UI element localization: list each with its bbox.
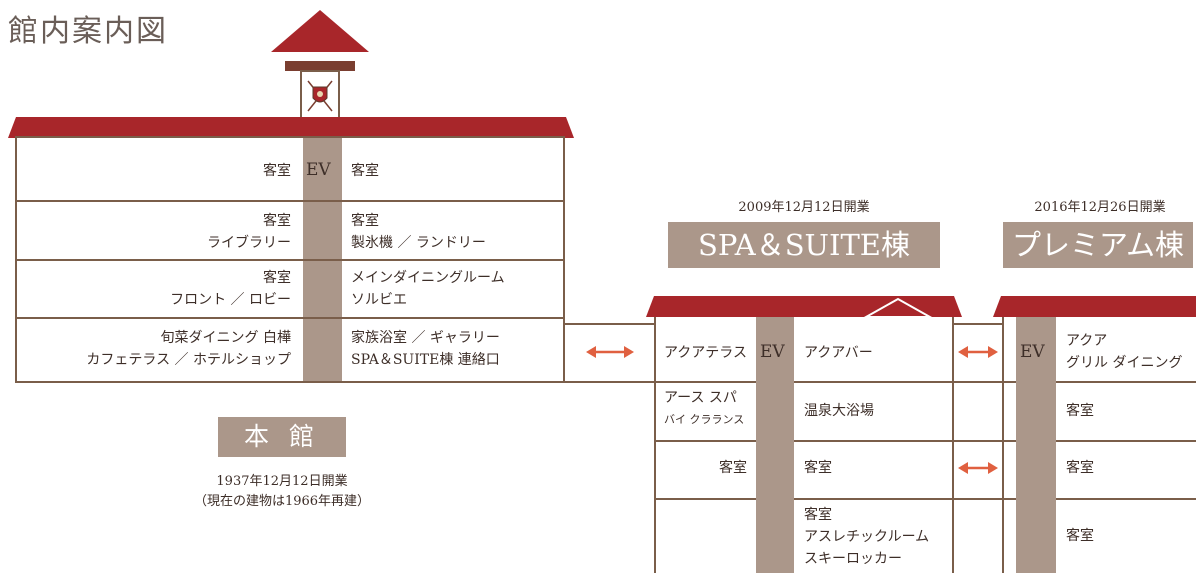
- spa-floor-1-right: アクアバー: [804, 345, 873, 361]
- main-floor-divider: [16, 259, 564, 261]
- main-floor-3-left: 客室ライブラリー: [207, 213, 291, 251]
- main-floor-2-right: メインダイニングルームソルビエ: [351, 270, 505, 308]
- building-gap-top: [952, 323, 1004, 325]
- main-building-opening-date: 1937年12月12日開業: [216, 474, 348, 489]
- spa-floor-b2-left: 客室: [719, 460, 747, 476]
- connector-corridor-top: [565, 323, 655, 325]
- premium-floor-b3-right: 客室: [1066, 528, 1094, 544]
- main-floor-divider: [16, 317, 564, 319]
- spa-wall-right: [952, 317, 954, 573]
- spa-ev-shaft: [756, 317, 794, 573]
- premium-floor-b1-right: 客室: [1066, 403, 1094, 419]
- main-building-name: 本 館: [218, 417, 346, 457]
- floor-divider: [654, 381, 1196, 383]
- main-building-roof: [8, 117, 574, 138]
- premium-building-name: プレミアム棟: [1003, 222, 1193, 268]
- spa-floor-b1-left: アース スパ バイ クラランス: [664, 390, 745, 426]
- spa-ev-label: EV: [760, 342, 785, 362]
- premium-ev-label: EV: [1020, 342, 1045, 362]
- floor-divider: [654, 498, 1196, 500]
- premium-wall-left: [1002, 317, 1004, 573]
- spa-floor-1-left: アクアテラス: [663, 345, 747, 361]
- premium-opening-date: 2016年12月26日開業: [1034, 200, 1166, 215]
- connector-corridor-bottom: [565, 381, 655, 383]
- main-floor-2-left: 客室フロント ／ ロビー: [170, 270, 291, 308]
- main-ev-label: EV: [306, 160, 331, 180]
- spa-floor-b1-right: 温泉大浴場: [804, 403, 874, 419]
- main-floor-4-right: 客室: [351, 163, 379, 179]
- spa-floor-b2-right: 客室: [804, 460, 832, 476]
- spa-opening-date: 2009年12月12日開業: [738, 200, 870, 215]
- spa-suite-building-name: SPA＆SUITE棟: [668, 222, 940, 268]
- floor-divider: [654, 440, 1196, 442]
- crest-icon: [307, 80, 333, 112]
- double-arrow-icon: [958, 346, 998, 358]
- premium-ev-shaft: [1016, 317, 1056, 573]
- main-floor-divider: [16, 200, 564, 202]
- double-arrow-icon: [958, 462, 998, 474]
- premium-floor-1-right: アクアグリル ダイニング: [1066, 333, 1183, 371]
- spa-building-roof: [646, 296, 962, 318]
- spa-wall-left: [654, 317, 656, 573]
- spa-floor-b3-right: 客室アスレチックルームスキーロッカー: [804, 507, 930, 567]
- page-title: 館内案内図: [8, 14, 168, 49]
- main-building-rebuild-note: （現在の建物は1966年再建）: [193, 494, 371, 509]
- main-floor-1-left: 旬菜ダイニング 白樺カフェテラス ／ ホテルショップ: [86, 330, 291, 368]
- double-arrow-icon: [586, 346, 634, 358]
- main-floor-4-left: 客室: [263, 163, 291, 179]
- main-floor-3-right: 客室製氷機 ／ ランドリー: [351, 213, 486, 251]
- premium-building-roof: [993, 296, 1196, 317]
- premium-floor-b2-right: 客室: [1066, 460, 1094, 476]
